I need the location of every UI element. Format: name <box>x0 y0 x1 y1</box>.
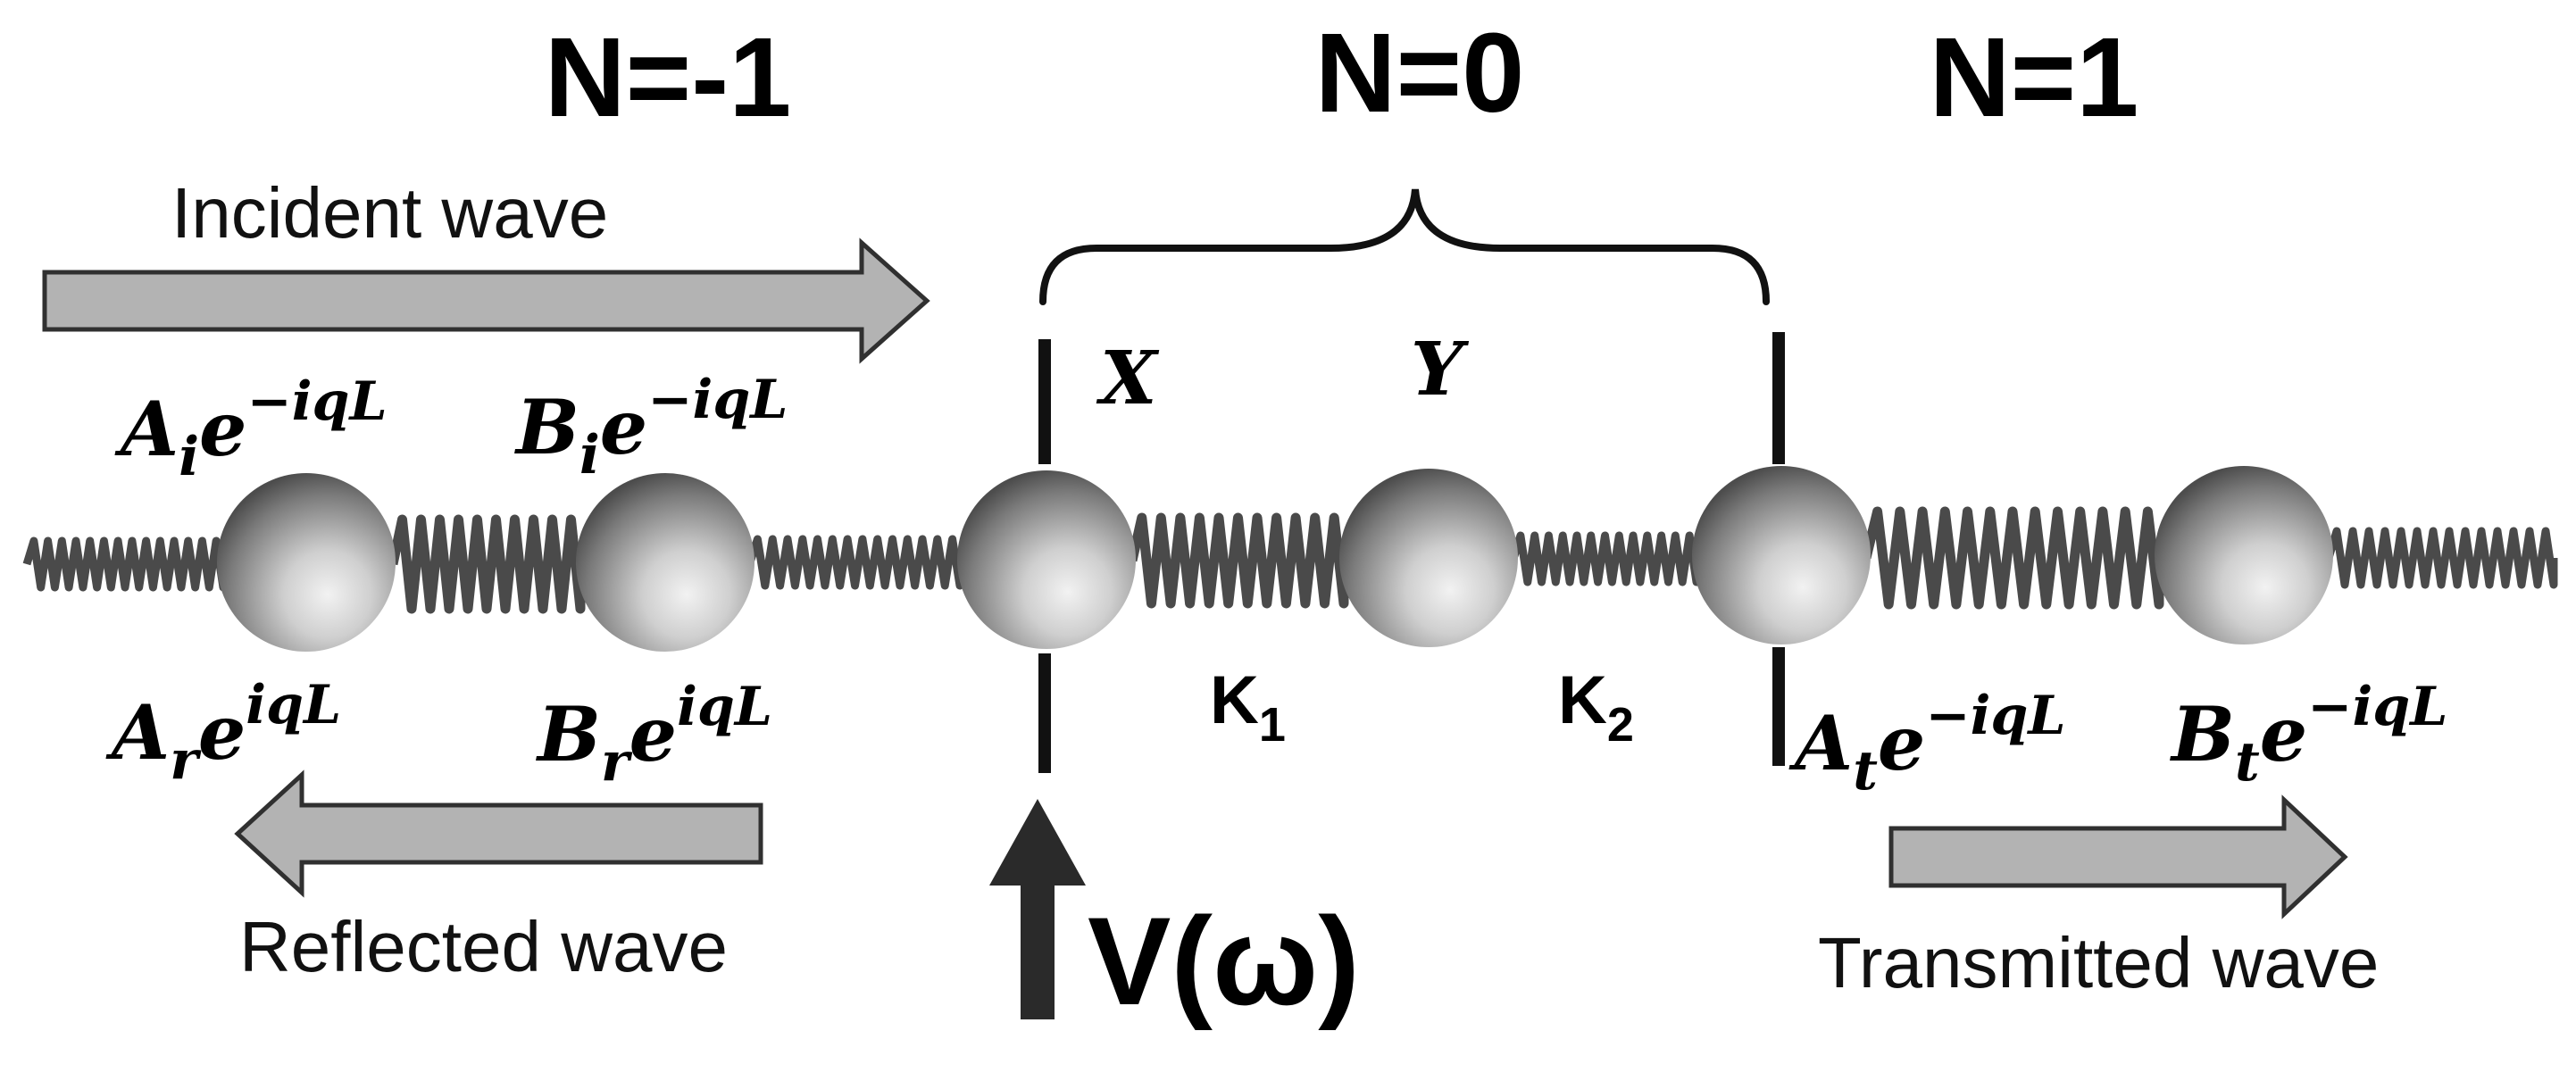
amplitude-transmitted-b: Bte−iqL <box>2170 676 2447 794</box>
incident-wave-arrow <box>42 237 930 364</box>
atom-right-a <box>1692 466 1871 644</box>
amplitude-reflected-a: AreiqL <box>105 674 341 792</box>
spring-constant-k1: K1 <box>1210 662 1286 752</box>
displacement-x-label: X <box>1096 336 1160 421</box>
reflected-wave-arrow <box>234 769 763 898</box>
spring-left-cell <box>388 514 586 614</box>
atom-center-x <box>957 470 1136 649</box>
spring-constant-k2: K2 <box>1558 662 1634 752</box>
atom-left-a <box>217 473 396 652</box>
transmitted-wave-label: Transmitted wave <box>1818 923 2379 1002</box>
atom-center-y <box>1339 469 1518 647</box>
incident-wave-label: Incident wave <box>171 173 608 253</box>
spring-chain <box>22 506 2558 614</box>
amplitude-transmitted-a: Ate−iqL <box>1788 685 2066 802</box>
spring-k2 <box>1509 531 1701 586</box>
spring-left-edge <box>22 536 228 592</box>
amplitude-reflected-b: BreiqL <box>536 676 772 794</box>
amplitude-incident-b: Bie−iqL <box>514 369 788 486</box>
displacement-y-label: Y <box>1411 327 1470 412</box>
atom-left-b <box>576 473 754 652</box>
unit-cell-brace <box>1039 188 1770 305</box>
transmitted-wave-arrow <box>1888 794 2348 919</box>
reflected-wave-label: Reflected wave <box>239 907 728 986</box>
spring-k1 <box>1127 512 1349 609</box>
spring-right-edge <box>2324 527 2558 589</box>
cell-label-center: N=0 <box>1315 10 1525 136</box>
cell-label-left: N=-1 <box>545 14 792 140</box>
spring-left-to-center <box>746 535 964 590</box>
drive-force-label: V(ω) <box>1088 891 1360 1031</box>
spring-right-cell <box>1861 506 2164 610</box>
cell-label-right: N=1 <box>1930 14 2139 140</box>
atom-right-b <box>2155 466 2333 644</box>
amplitude-incident-a: Aie−iqL <box>114 370 388 488</box>
drive-force-arrow <box>989 799 1086 1019</box>
